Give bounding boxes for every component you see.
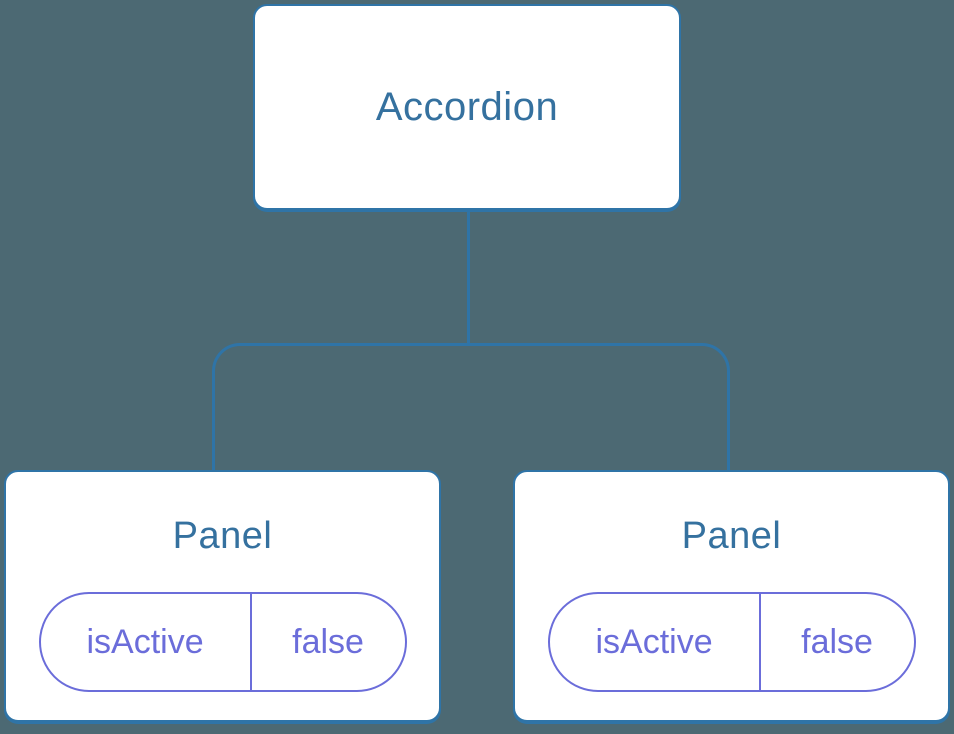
- state-key-label: isActive: [41, 594, 252, 690]
- tree-connector-stem: [467, 210, 470, 346]
- component-node-accordion: Accordion: [253, 4, 681, 210]
- panel-node-label: Panel: [172, 515, 273, 557]
- component-node-panel-2: Panel isActive false: [513, 470, 950, 722]
- accordion-node-label: Accordion: [375, 84, 559, 129]
- state-pill: isActive false: [547, 592, 916, 692]
- state-key-label: isActive: [550, 594, 761, 690]
- tree-connector-bracket: [212, 343, 730, 472]
- state-pill: isActive false: [38, 592, 407, 692]
- panel-node-label: Panel: [681, 515, 782, 557]
- state-value-label: false: [801, 622, 873, 661]
- state-value-label: false: [292, 622, 364, 661]
- component-node-panel-1: Panel isActive false: [4, 470, 441, 722]
